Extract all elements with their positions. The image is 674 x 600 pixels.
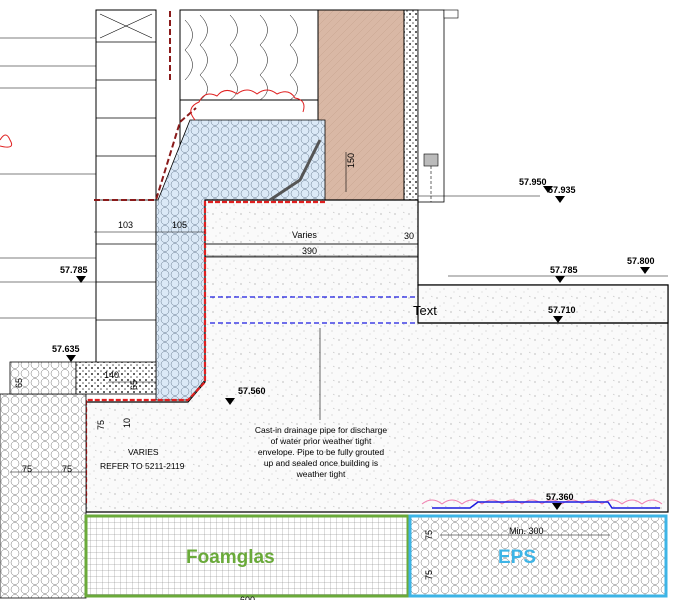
foamglas-label: Foamglas xyxy=(186,547,275,568)
note-line-5: weather tight xyxy=(296,469,346,479)
dim-150: 150 xyxy=(346,153,356,168)
dim-75-e: 75 xyxy=(424,570,434,580)
ground-fill-left xyxy=(0,393,87,599)
label-refer: REFER TO 5211-2119 xyxy=(100,461,185,471)
level-57785-left: 57.785 xyxy=(60,265,88,275)
dim-105: 105 xyxy=(172,220,187,230)
note-line-1: Cast-in drainage pipe for discharge xyxy=(255,425,388,435)
brick-wall xyxy=(95,9,181,367)
eps-label: EPS xyxy=(498,547,536,568)
blue-dashed-lines xyxy=(210,296,418,324)
level-57710: 57.710 xyxy=(548,305,576,315)
dim-140: 140 xyxy=(104,370,119,380)
note-line-4: up and sealed once building is xyxy=(264,458,378,468)
level-57635: 57.635 xyxy=(52,344,80,354)
note-line-3: envelope. Pipe to be fully grouted xyxy=(258,447,384,457)
level-57800: 57.800 xyxy=(627,256,655,266)
dim-75-a: 75 xyxy=(22,464,32,474)
dim-103: 103 xyxy=(118,220,133,230)
dim-600: 600 xyxy=(240,595,255,600)
eps-block xyxy=(408,514,668,598)
dim-min-300: Min. 300 xyxy=(509,526,544,536)
level-57935: 57.935 xyxy=(548,185,576,195)
level-57950: 57.950 xyxy=(519,177,547,187)
dim-75-b: 75 xyxy=(62,464,72,474)
floor-slab-right xyxy=(417,284,669,324)
label-text: Text xyxy=(413,303,437,318)
ground-fill-upper xyxy=(9,361,77,395)
gravel-strip xyxy=(75,361,157,395)
wall-panel xyxy=(179,9,459,203)
dim-65-left: 65 xyxy=(14,378,24,388)
dim-30: 30 xyxy=(404,231,414,241)
dim-390: 390 xyxy=(302,246,317,256)
dim-75-c: 75 xyxy=(96,420,106,430)
foamglas-block xyxy=(84,514,410,598)
concrete-slab xyxy=(85,199,669,513)
drainage-note: Cast-in drainage pipe for discharge of w… xyxy=(255,425,388,479)
note-line-2: of water prior weather tight xyxy=(271,436,372,446)
dim-10: 10 xyxy=(122,418,132,428)
label-varies-top: Varies xyxy=(292,230,317,240)
level-57360: 57.360 xyxy=(546,492,574,502)
dim-65-right: 65 xyxy=(129,380,139,390)
drainage-pipe xyxy=(269,139,322,202)
level-57785-right: 57.785 xyxy=(550,265,578,275)
revision-cloud xyxy=(0,89,663,505)
label-varies: VARIES xyxy=(128,447,159,457)
dim-75-d: 75 xyxy=(424,530,434,540)
level-57560: 57.560 xyxy=(238,386,266,396)
